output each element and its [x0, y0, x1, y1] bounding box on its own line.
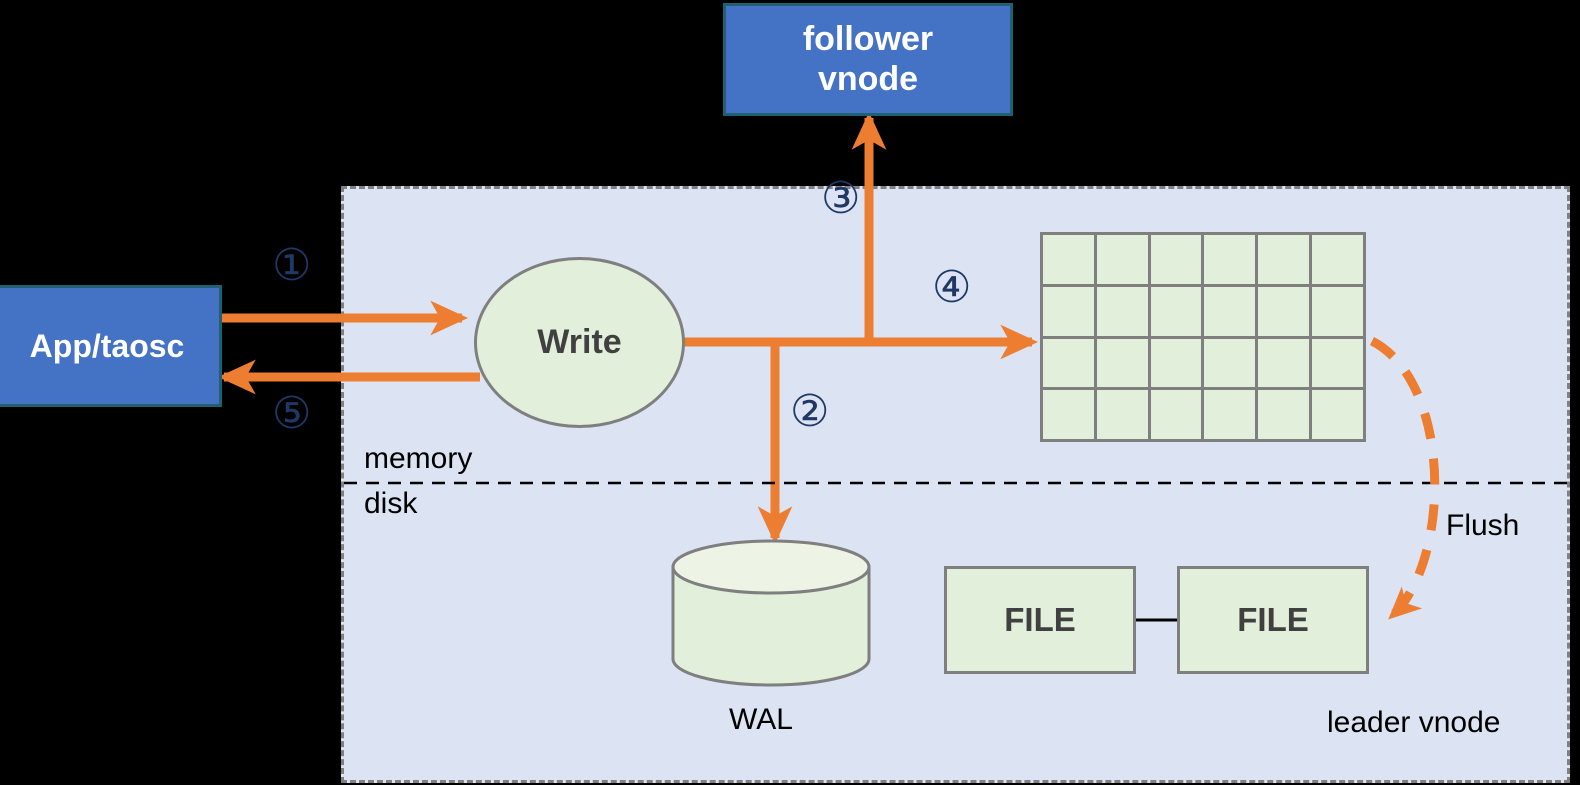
write-label: Write [537, 323, 622, 361]
write-node[interactable]: Write [474, 257, 685, 428]
memtable-cell [1096, 286, 1148, 336]
memtable-cell [1043, 286, 1094, 336]
memtable-cell [1096, 390, 1148, 439]
memory-label: memory [364, 442, 473, 475]
memtable-cell [1312, 286, 1363, 336]
memtable-cell [1150, 286, 1202, 336]
memtable-cell [1204, 390, 1256, 439]
memtable-grid[interactable] [1040, 232, 1366, 442]
wal-caption: WAL [729, 703, 793, 736]
disk-label: disk [364, 487, 418, 520]
step-marker-4: ④ [932, 263, 972, 312]
file-box-right-label: FILE [1237, 601, 1309, 639]
memtable-cell [1312, 338, 1363, 388]
memtable-cell [1043, 338, 1094, 388]
file-box-left-label: FILE [1004, 601, 1076, 639]
follower-vnode-label-line1: follower [802, 20, 934, 59]
flush-dashed-arrow [1369, 336, 1440, 620]
memtable-cell [1150, 338, 1202, 388]
memtable-cell [1258, 286, 1310, 336]
memtable-cell [1043, 235, 1094, 284]
file-box-right[interactable]: FILE [1177, 566, 1369, 674]
memtable-cell [1204, 286, 1256, 336]
memtable-cell [1096, 235, 1148, 284]
follower-vnode-box[interactable]: follower vnode [723, 3, 1013, 116]
memtable-cell [1096, 338, 1148, 388]
memtable-cell [1258, 235, 1310, 284]
memtable-cell [1150, 390, 1202, 439]
follower-vnode-label-line2: vnode [817, 59, 919, 98]
app-taosc-label: App/taosc [29, 327, 185, 364]
memtable-cell [1258, 338, 1310, 388]
memtable-cell [1312, 235, 1363, 284]
memtable-cell [1150, 235, 1202, 284]
leader-vnode-label: leader vnode [1327, 706, 1501, 739]
step-marker-3: ③ [821, 174, 861, 223]
memtable-cell [1043, 390, 1094, 439]
memtable-cell [1204, 338, 1256, 388]
flush-label: Flush [1446, 509, 1520, 542]
wal-cylinder [671, 539, 871, 687]
step-marker-2: ② [790, 387, 830, 436]
memtable-cell [1258, 390, 1310, 439]
memtable-cell [1204, 235, 1256, 284]
step-marker-1: ① [272, 241, 312, 290]
file-box-left[interactable]: FILE [944, 566, 1136, 674]
app-taosc-box[interactable]: App/taosc [0, 285, 222, 407]
memtable-cell [1312, 390, 1363, 439]
step-marker-5: ⑤ [272, 389, 312, 438]
